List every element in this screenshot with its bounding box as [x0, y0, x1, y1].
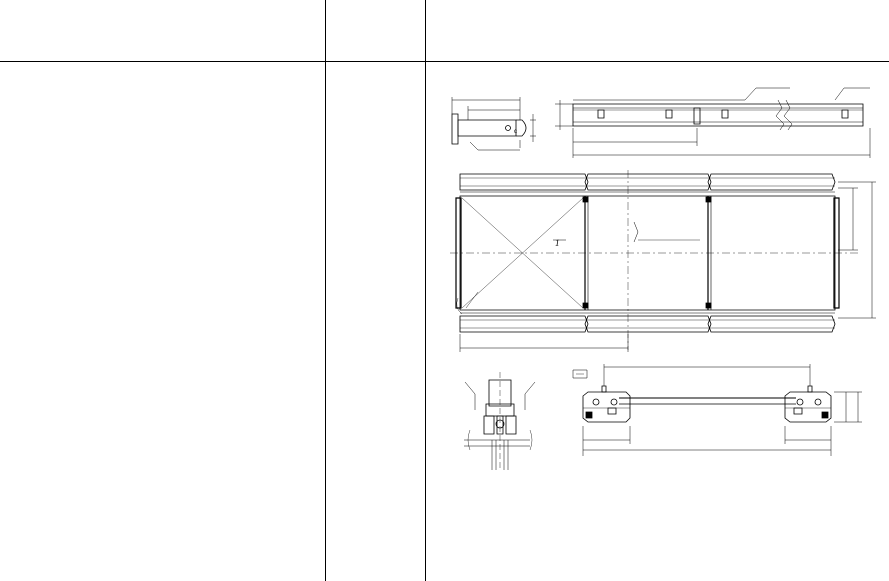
header-row-divider: [0, 61, 889, 62]
part-label: 1: [555, 238, 560, 248]
column-divider-2: [425, 0, 426, 581]
svg-text:c: c: [514, 129, 517, 135]
cross-section-view: [573, 364, 862, 456]
column-divider-1: [325, 0, 326, 581]
pin-detail-view: c: [452, 97, 536, 150]
clamp-section-view: [464, 372, 535, 470]
side-elevation-view: [555, 88, 870, 158]
plan-view: [450, 170, 876, 352]
